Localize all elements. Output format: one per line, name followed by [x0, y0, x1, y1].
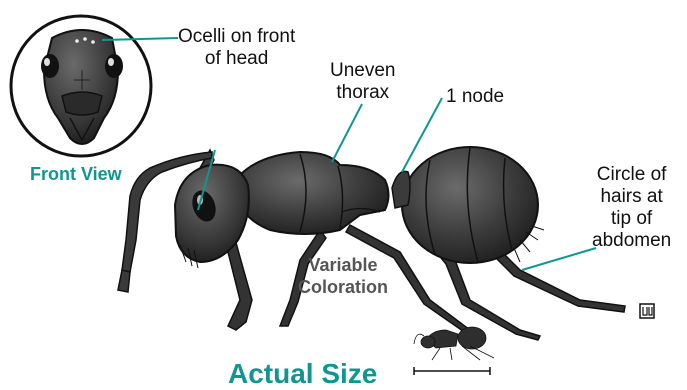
- hairs-label-line1: Circle of: [592, 164, 671, 186]
- ocelli-label-line2: of head: [178, 48, 295, 70]
- variable-coloration-label: Variable Coloration: [298, 254, 388, 298]
- leader-hairs: [522, 248, 596, 270]
- ocellus-dot: [83, 37, 87, 41]
- front-view-inset: [11, 16, 151, 156]
- logo-mark: [640, 304, 654, 318]
- thorax: [238, 152, 389, 234]
- abdomen: [402, 147, 544, 263]
- hairs-label: Circle of hairs at tip of abdomen: [592, 164, 671, 252]
- thorax-label-line1: Uneven: [330, 60, 396, 82]
- actual-size-ant: [414, 327, 494, 360]
- ocellus-dot: [75, 39, 79, 43]
- ocelli-label-line1: Ocelli on front: [178, 26, 295, 48]
- hairs-label-line4: abdomen: [592, 230, 671, 252]
- variable-label-line2: Coloration: [298, 276, 388, 298]
- ocelli-label: Ocelli on front of head: [178, 26, 295, 70]
- actual-size-label: Actual Size: [228, 358, 377, 390]
- variable-label-line1: Variable: [298, 254, 388, 276]
- leader-thorax: [332, 104, 362, 162]
- front-view-label-text: Front View: [30, 164, 122, 184]
- petiole-node: [392, 171, 410, 208]
- front-view-label: Front View: [30, 163, 122, 185]
- actual-size-label-text: Actual Size: [228, 358, 377, 389]
- hairs-label-line3: tip of: [592, 208, 671, 230]
- thorax-label-line2: thorax: [330, 82, 396, 104]
- hairs-label-line2: hairs at: [592, 186, 671, 208]
- thorax-label: Uneven thorax: [330, 60, 396, 104]
- node-label: 1 node: [446, 86, 504, 108]
- ocellus-dot: [91, 40, 95, 44]
- node-label-text: 1 node: [446, 86, 504, 107]
